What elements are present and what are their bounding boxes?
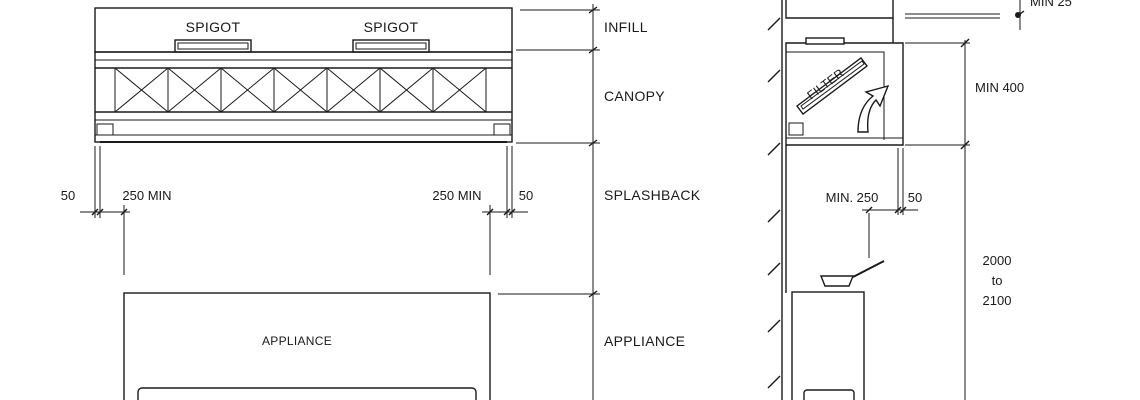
pan-handle-icon: [852, 260, 885, 278]
dim-overhang-label: MIN. 250: [826, 190, 879, 205]
dim-top-label: MIN 25: [1030, 0, 1072, 9]
zone-markers: INFILL CANOPY SPLASHBACK APPLIANCE: [498, 4, 701, 400]
dim-left-inner: 250 MIN: [122, 188, 171, 203]
dim-canopy-label: MIN 400: [975, 80, 1024, 95]
zone-tick-4: [588, 290, 598, 298]
side-gutter: [788, 122, 804, 136]
tick-right-1: [486, 208, 494, 216]
side-spigot: [805, 37, 845, 45]
wall-hatching: [767, 17, 781, 389]
zone-infill-label: INFILL: [604, 19, 648, 35]
spigot-right-label: SPIGOT: [364, 19, 419, 35]
dim-left-outer: 50: [61, 188, 75, 203]
zone-splashback-label: SPLASHBACK: [604, 187, 701, 203]
side-canopy-inner: [786, 51, 885, 140]
side-filter-inner: [800, 60, 865, 110]
infill-panel: [94, 7, 513, 53]
spigot-left-label: SPIGOT: [186, 19, 241, 35]
dim-overhang-gap-label: 50: [908, 190, 922, 205]
dim-overhang-tick-1: [865, 206, 873, 214]
zone-tick-3: [588, 139, 598, 147]
dim-right-outer: 50: [519, 188, 533, 203]
dim-height-3: 2100: [983, 293, 1012, 308]
dim-right-inner: 250 MIN: [432, 188, 481, 203]
appliance-front-label: APPLIANCE: [262, 334, 332, 348]
filter-grid: [114, 67, 487, 113]
appliance-door: [137, 387, 477, 400]
zone-tick-2: [588, 46, 598, 54]
dim-top-dot: [1015, 12, 1021, 18]
spigot-right-inner: [355, 42, 427, 50]
zone-canopy-label: CANOPY: [604, 88, 665, 104]
dim-height-1: 2000: [983, 253, 1012, 268]
spigot-left-inner: [177, 42, 249, 50]
tick-right-3: [508, 208, 516, 216]
tick-left-3: [120, 208, 128, 216]
front-view: SPIGOT SPIGOT: [61, 7, 533, 400]
zone-appliance-label: APPLIANCE: [604, 333, 685, 349]
gutter-end-left: [96, 123, 114, 136]
tick-left-2: [96, 208, 104, 216]
side-canopy-outline: [785, 42, 904, 146]
spigot-left-box: [174, 39, 252, 53]
side-appliance: [791, 291, 865, 400]
dim-overhang-tick-3: [899, 206, 907, 214]
side-infill: [785, 0, 894, 19]
zone-tick-1: [588, 6, 598, 14]
appliance-front: [123, 292, 491, 400]
dim-canopy-tick-top: [960, 38, 970, 48]
dim-height-2: to: [992, 273, 1003, 288]
airflow-arrow-icon: [857, 84, 890, 133]
tick-left-1: [91, 208, 99, 216]
dim-overhang-tick-2: [894, 206, 902, 214]
side-appliance-door: [803, 389, 855, 400]
tick-right-2: [503, 208, 511, 216]
side-view: FILTER MIN 25 MIN 400 MIN. 250 50: [767, 0, 1072, 400]
canopy-body: [94, 51, 513, 143]
spigot-right-box: [352, 39, 430, 53]
gutter-end-right: [493, 123, 511, 136]
pan-icon: [819, 275, 855, 287]
